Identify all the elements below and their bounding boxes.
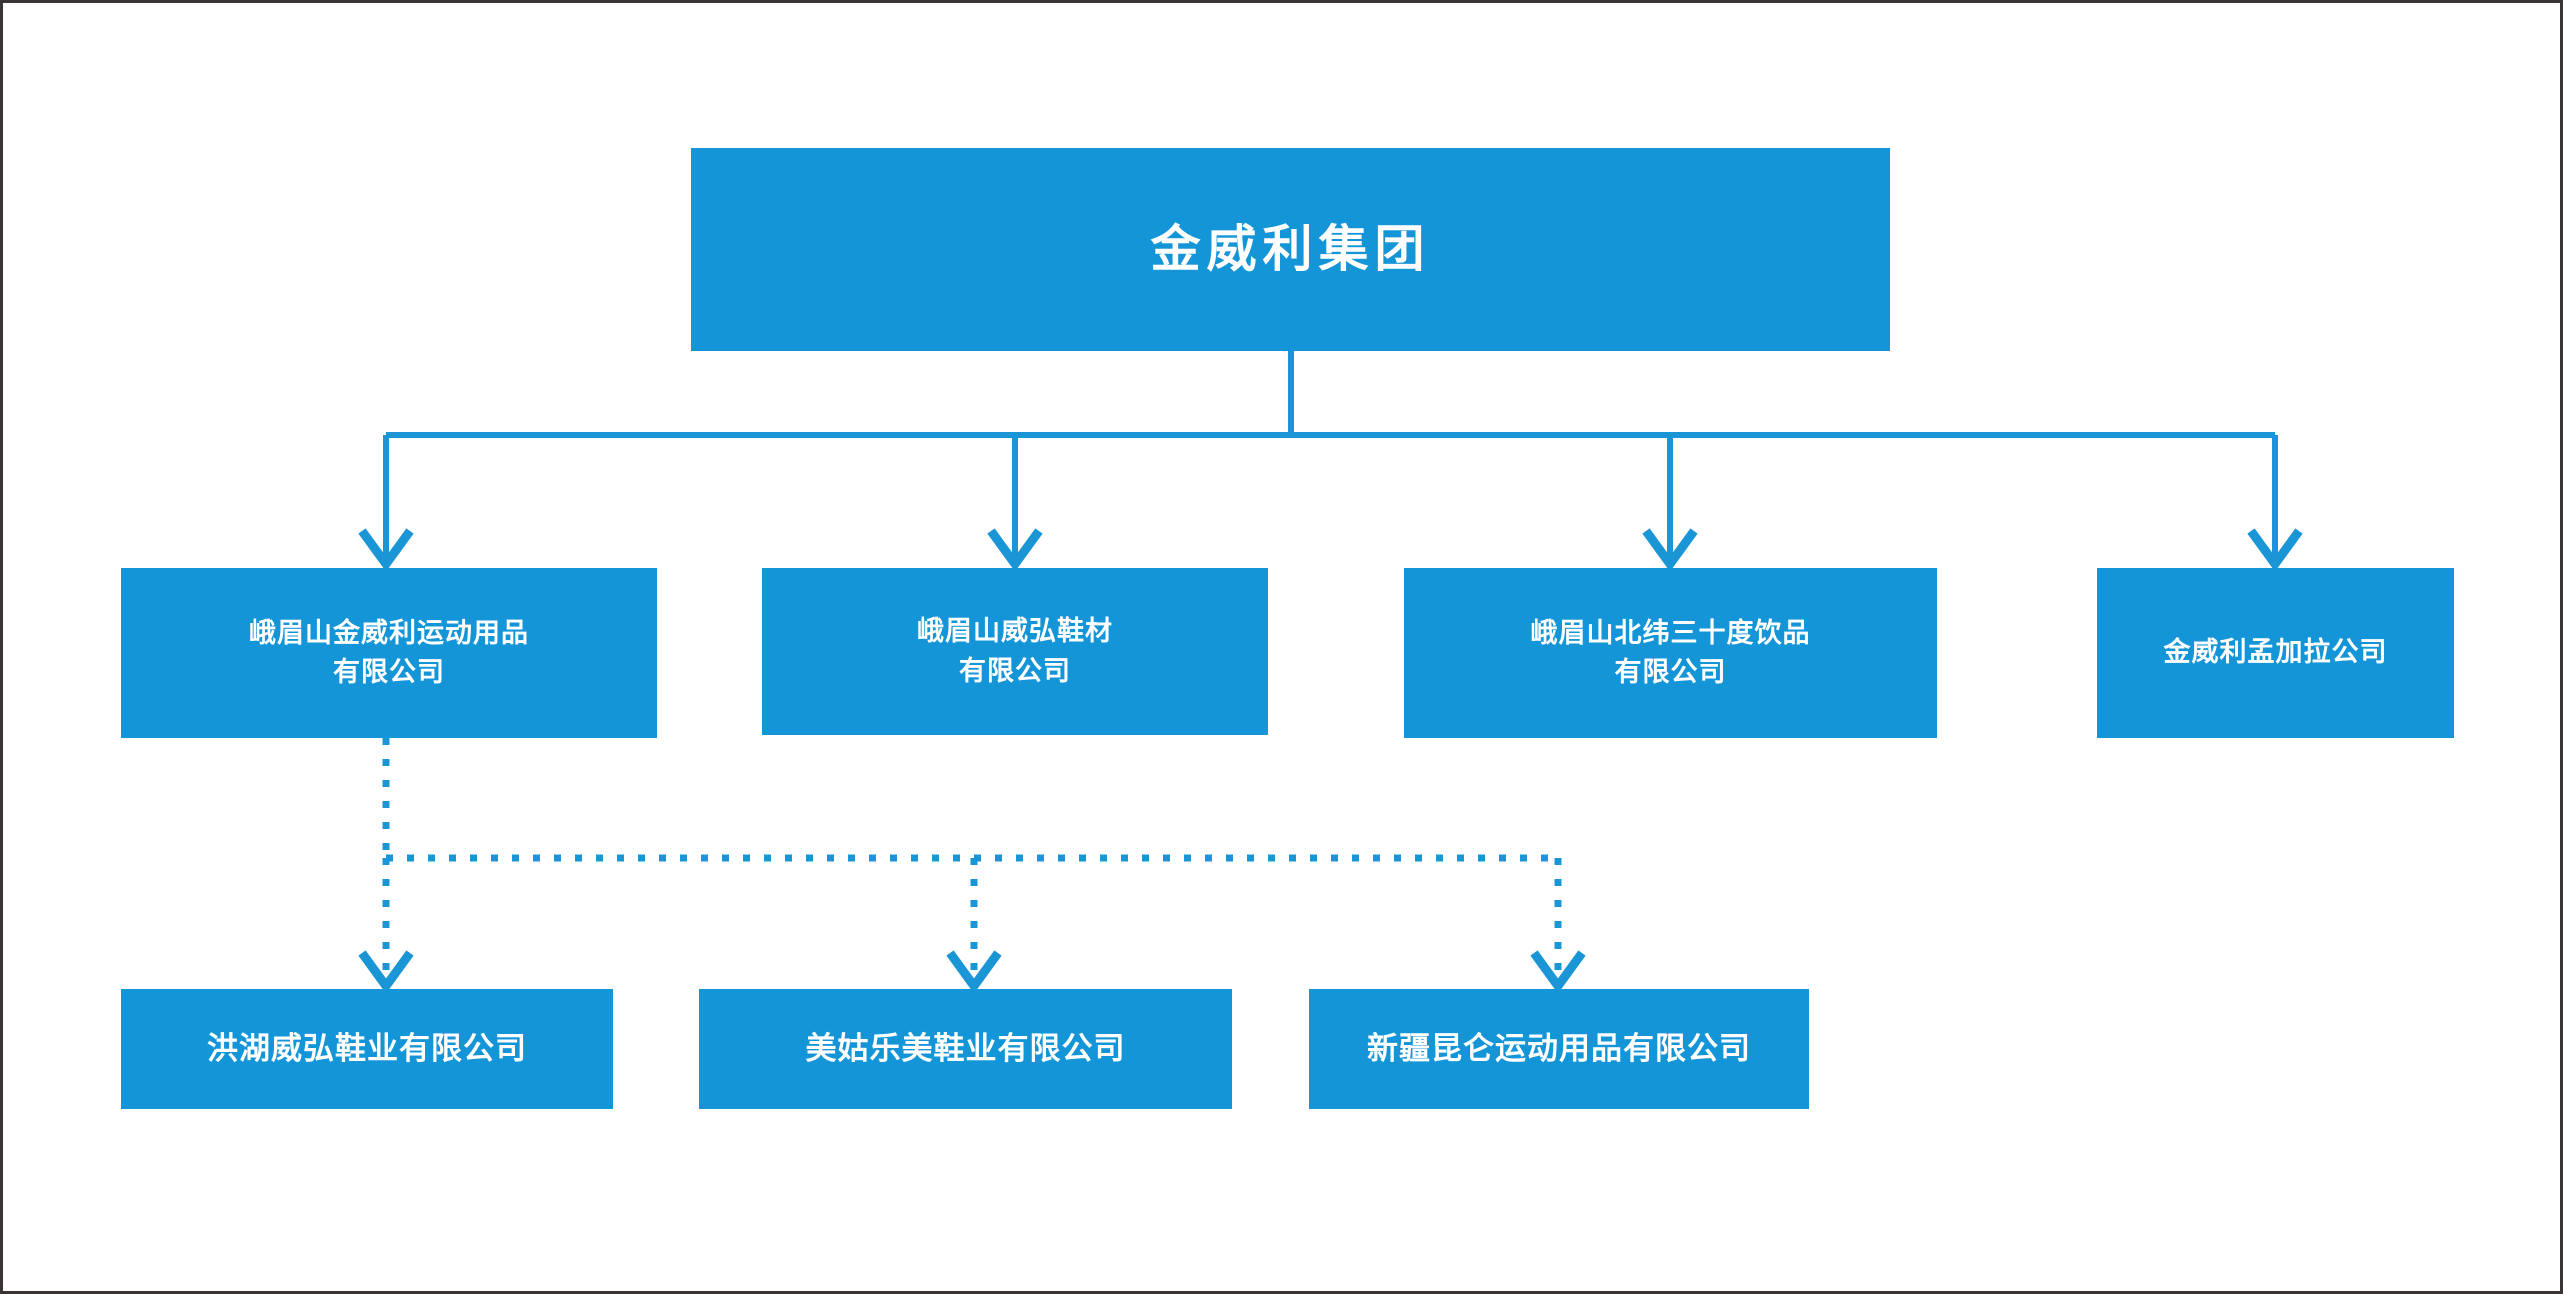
org-node-emeishan-weihong-shoe-material[interactable]: 峨眉山威弘鞋材 有限公司 xyxy=(762,568,1268,735)
org-node-honghu-weihong-footwear[interactable]: 洪湖威弘鞋业有限公司 xyxy=(121,989,613,1109)
org-node-jinweili-bangladesh[interactable]: 金威利孟加拉公司 xyxy=(2097,568,2454,738)
org-node-label: 峨眉山北纬三十度饮品 有限公司 xyxy=(1530,617,1811,687)
diagram-canvas: 金威利集团 峨眉山金威利运动用品 有限公司 峨眉山威弘鞋材 有限公司 峨眉山北纬… xyxy=(3,3,2560,1291)
org-node-label: 洪湖威弘鞋业有限公司 xyxy=(207,1030,527,1066)
org-node-meigu-lemei-footwear[interactable]: 美姑乐美鞋业有限公司 xyxy=(699,989,1232,1109)
org-node-root[interactable]: 金威利集团 xyxy=(691,148,1890,351)
arrowhead-l2-4 xyxy=(2247,528,2303,572)
arrowhead-l2-1 xyxy=(358,528,414,572)
org-node-label: 新疆昆仑运动用品有限公司 xyxy=(1367,1030,1751,1066)
org-node-emeishan-beiwei-30-beverage[interactable]: 峨眉山北纬三十度饮品 有限公司 xyxy=(1404,568,1937,738)
arrowhead-l3-3 xyxy=(1530,950,1586,994)
org-node-label: 峨眉山金威利运动用品 有限公司 xyxy=(249,617,529,687)
arrowhead-l2-3 xyxy=(1642,528,1698,572)
arrowhead-l3-2 xyxy=(946,950,1002,994)
org-node-label: 美姑乐美鞋业有限公司 xyxy=(805,1030,1126,1066)
arrowhead-l2-2 xyxy=(987,528,1043,572)
org-node-label: 金威利孟加拉公司 xyxy=(2163,637,2388,668)
arrowhead-l3-1 xyxy=(358,950,414,994)
org-node-xinjiang-kunlun-sports-goods[interactable]: 新疆昆仑运动用品有限公司 xyxy=(1309,989,1809,1109)
org-node-label: 峨眉山威弘鞋材 有限公司 xyxy=(917,616,1113,686)
org-node-emeishan-sports-goods[interactable]: 峨眉山金威利运动用品 有限公司 xyxy=(121,568,657,738)
org-node-root-label: 金威利集团 xyxy=(1150,221,1431,278)
